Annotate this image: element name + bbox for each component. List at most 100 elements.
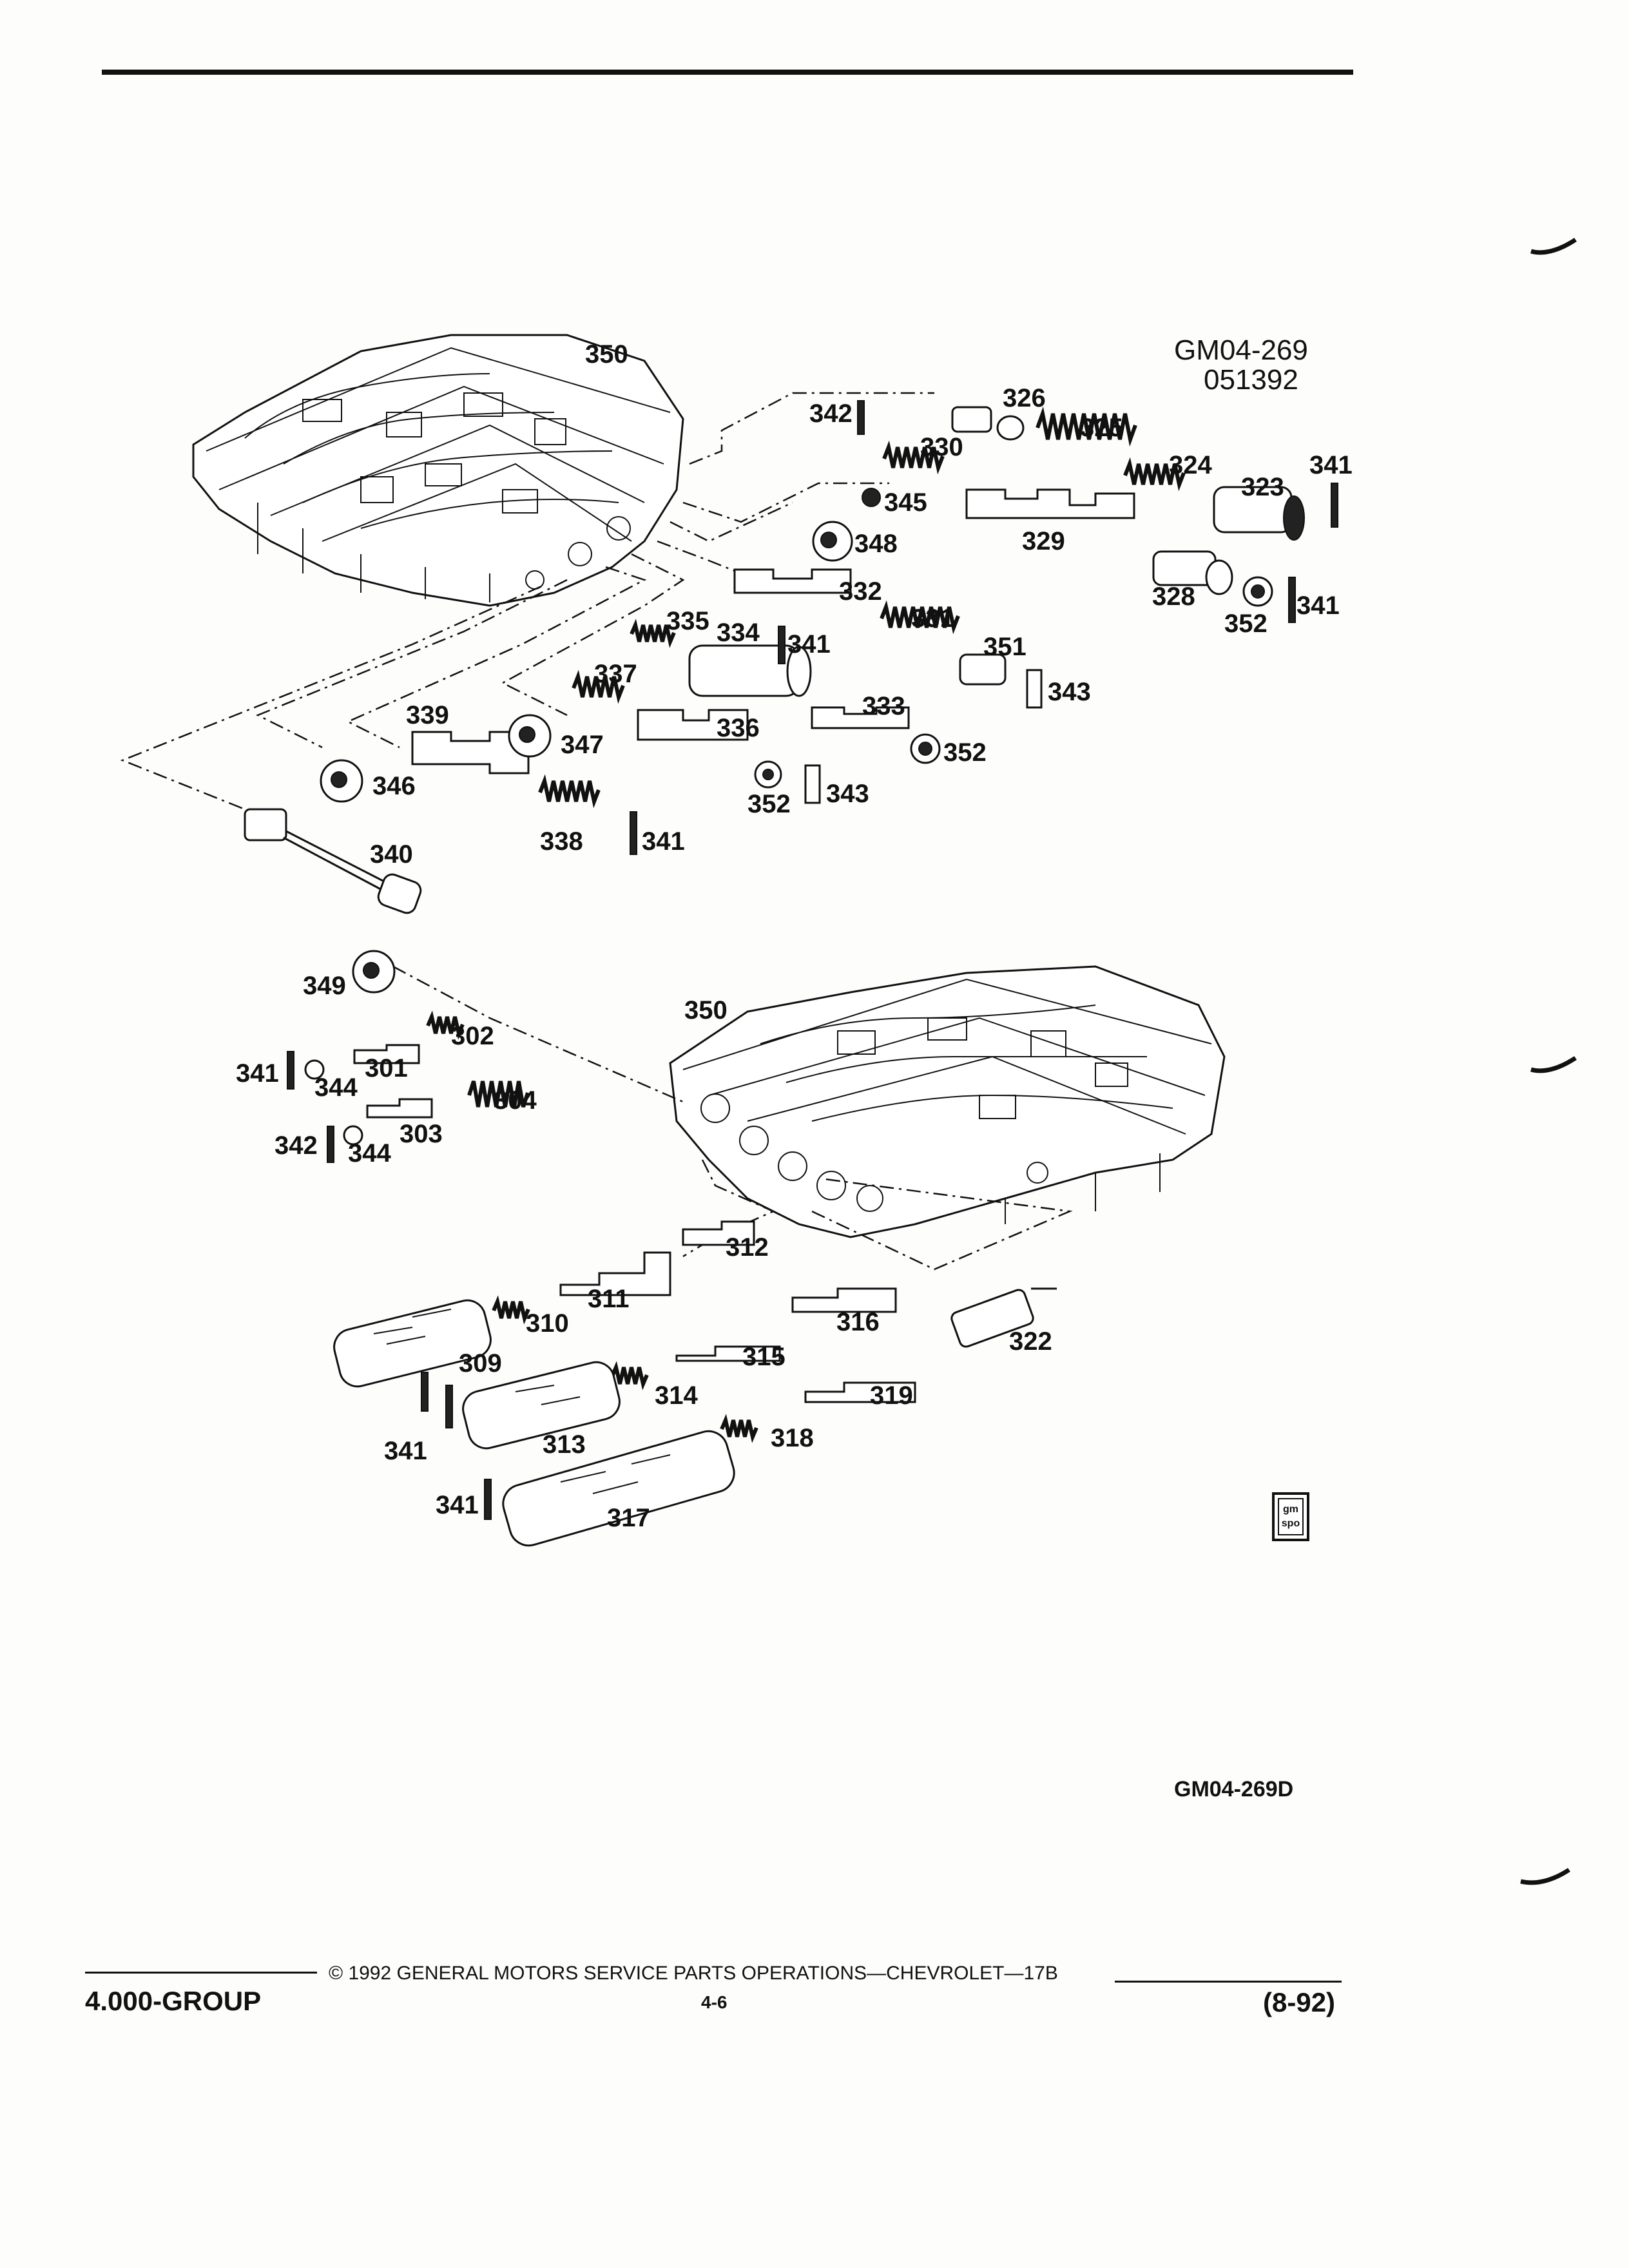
- part-349: [352, 950, 396, 994]
- pin-341-lower-left: [630, 811, 637, 855]
- footer-page-number: 4-6: [701, 1992, 728, 2012]
- callout-337: 337: [594, 660, 637, 688]
- callout-309: 309: [459, 1349, 502, 1378]
- washer-344-upper: [304, 1059, 325, 1080]
- part-326: [951, 406, 1025, 441]
- part-346: [320, 759, 363, 803]
- callout-345: 345: [884, 488, 927, 517]
- spring-325: [1036, 406, 1137, 447]
- figure-date: 051392: [1204, 364, 1298, 396]
- pin-341-317: [484, 1479, 492, 1520]
- callout-342: 342: [809, 399, 853, 428]
- callout-324: 324: [1169, 451, 1212, 479]
- spring-310: [492, 1295, 530, 1325]
- pin-341-309a: [421, 1372, 429, 1412]
- sleeve-309: [333, 1299, 492, 1388]
- callout-317: 317: [607, 1504, 650, 1532]
- callout-319: 319: [870, 1381, 913, 1410]
- part-345: [862, 488, 881, 507]
- spring-324: [1123, 457, 1186, 492]
- spring-302: [426, 1010, 465, 1040]
- pin-341-center: [778, 626, 786, 664]
- figure-id: GM04-269: [1174, 334, 1308, 366]
- valve-333: [811, 706, 910, 729]
- spring-331: [880, 600, 960, 635]
- callout-302: 302: [451, 1022, 494, 1050]
- valve-316: [791, 1287, 897, 1313]
- footer-rule-left: [85, 1972, 317, 1974]
- callout-343-a: 343: [1048, 678, 1091, 706]
- spring-330: [882, 440, 945, 475]
- part-351: [959, 653, 1007, 686]
- binding-mark: [1530, 238, 1577, 255]
- pin-341-lower: [287, 1051, 294, 1090]
- valve-311: [559, 1251, 671, 1296]
- part-328: [1152, 550, 1233, 595]
- footer-copyright: © 1992 GENERAL MOTORS SERVICE PARTS OPER…: [329, 1963, 1058, 1984]
- pin-343-upper: [1026, 669, 1043, 709]
- pin-342-lower: [327, 1126, 334, 1163]
- spring-304: [467, 1081, 530, 1108]
- callout-304: 304: [494, 1086, 537, 1115]
- callout-313: 313: [543, 1430, 586, 1459]
- gmspo-logo: gm spo: [1272, 1492, 1309, 1541]
- callout-344-a: 344: [314, 1073, 358, 1102]
- pin-343-lower: [804, 764, 821, 804]
- part-340: [244, 808, 422, 914]
- footer-rule-right: [1115, 1981, 1342, 1983]
- callout-311: 311: [588, 1285, 630, 1313]
- callout-301: 301: [365, 1054, 408, 1082]
- spring-314: [610, 1361, 649, 1390]
- callout-341-c: 341: [787, 630, 831, 658]
- top-rule: [102, 70, 1353, 75]
- part-348: [812, 521, 853, 562]
- callout-340: 340: [370, 840, 413, 869]
- callout-341-f: 341: [384, 1437, 427, 1465]
- valve-301: [353, 1044, 420, 1064]
- valve-315: [675, 1345, 781, 1362]
- pin-341-right: [1288, 577, 1296, 623]
- part-347: [508, 714, 552, 758]
- callout-336: 336: [717, 714, 760, 742]
- callout-352-a: 352: [1224, 610, 1268, 638]
- callout-350-lower: 350: [684, 996, 728, 1024]
- callout-323: 323: [1241, 473, 1284, 501]
- callout-316: 316: [836, 1308, 880, 1336]
- callout-331: 331: [911, 604, 954, 633]
- spring-318: [720, 1414, 758, 1443]
- callout-330: 330: [920, 433, 963, 461]
- callout-314: 314: [655, 1381, 698, 1410]
- sleeve-317: [502, 1430, 735, 1547]
- callout-334: 334: [717, 619, 760, 647]
- callout-352-b: 352: [943, 738, 987, 767]
- upper-valve-body: [192, 334, 684, 607]
- callout-325: 325: [1080, 414, 1123, 442]
- callout-315: 315: [742, 1343, 786, 1371]
- pin-341-upper-right: [1331, 483, 1338, 528]
- pin-341-309b: [445, 1385, 453, 1428]
- callout-333: 333: [862, 692, 905, 720]
- logo-text-top: gm: [1283, 1504, 1298, 1515]
- logo-text-bottom: spo: [1281, 1518, 1300, 1529]
- callout-347: 347: [561, 731, 604, 759]
- callout-338: 338: [540, 827, 583, 856]
- callout-341-e: 341: [236, 1059, 279, 1088]
- callout-349: 349: [303, 972, 346, 1000]
- callout-329: 329: [1022, 527, 1065, 555]
- valve-303: [366, 1098, 433, 1119]
- lower-valve-body: [669, 965, 1226, 1238]
- callout-335: 335: [666, 607, 709, 635]
- callout-350-upper: 350: [585, 340, 628, 369]
- callout-344-b: 344: [348, 1139, 391, 1168]
- washer-344-lower: [343, 1125, 363, 1146]
- part-352-center: [910, 733, 941, 764]
- callout-332: 332: [839, 577, 882, 606]
- valve-332: [733, 568, 852, 594]
- footer-group: 4.000-GROUP: [85, 1986, 262, 2016]
- callout-352-c: 352: [747, 790, 791, 818]
- spring-335: [630, 619, 676, 648]
- footer-date: (8-92): [1263, 1987, 1336, 2017]
- callout-339: 339: [406, 701, 449, 729]
- callout-310: 310: [526, 1309, 569, 1338]
